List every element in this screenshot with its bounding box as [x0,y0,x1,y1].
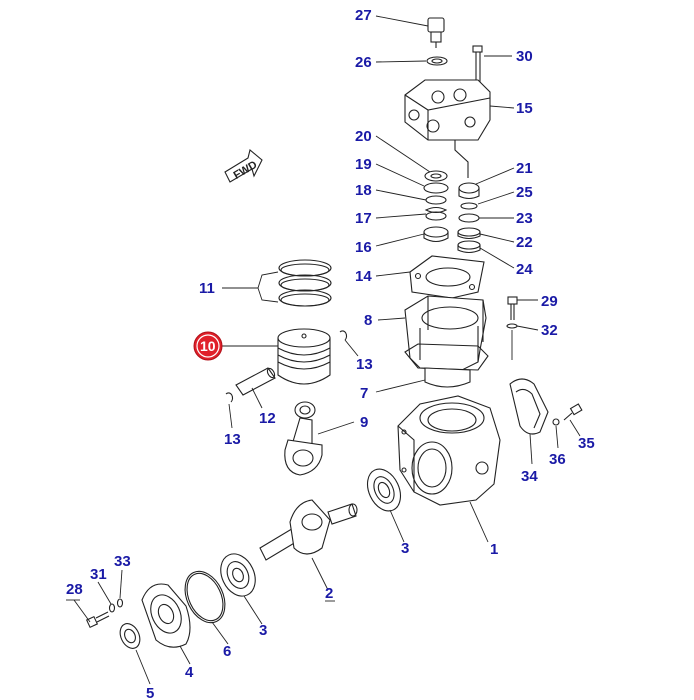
callout-4: 4 [185,664,194,681]
part-12-piston-pin [235,367,276,396]
part-13-snap-ring-lower [225,392,234,403]
part-23-spring [458,213,480,223]
callout-7: 7 [360,385,368,402]
callout-17: 17 [355,210,372,227]
callout-19: 19 [355,156,372,173]
callout-24: 24 [516,261,533,278]
part-5-oil-seal [119,623,141,649]
callout-29: 29 [541,293,558,310]
callout-21: 21 [516,160,533,177]
part-17-spring [424,206,448,221]
callout-3: 3 [401,540,409,557]
callout-labels: 27 26 30 15 20 19 18 17 16 21 25 23 22 2… [66,7,595,700]
part-3-bearing-right [366,468,402,512]
part-10-piston [277,328,331,385]
callout-15: 15 [516,100,533,117]
part-2-crankshaft [259,499,358,561]
callout-13: 13 [356,356,373,373]
part-1-crankcase [397,395,501,506]
part-31-washer [108,603,116,613]
callout-34: 34 [521,468,538,485]
part-8-cylinder-block [404,295,489,371]
callout-1: 1 [490,541,498,558]
part-3-bearing-lower [220,553,256,597]
part-28-bolt [85,611,110,629]
fwd-direction-marker: FWD [224,149,263,183]
part-6-o-ring [184,570,226,624]
part-29-bolt [507,296,518,320]
part-35-bolt [563,403,583,421]
part-36-plug [552,418,560,426]
part-34-side-cover [509,378,549,435]
svg-text:FWD: FWD [232,159,260,182]
part-27-cap-bolt [427,17,445,48]
part-4-end-cover [141,583,191,648]
callout-16: 16 [355,239,372,256]
callout-20: 20 [355,128,372,145]
callout-32: 32 [541,322,558,339]
part-24-valve-seat [457,240,481,254]
callout-2: 2 [325,585,333,602]
part-14-head-gasket [409,255,485,299]
callout-23: 23 [516,210,533,227]
leader-lines [73,15,581,685]
callout-11: 11 [199,280,215,297]
callout-9: 9 [360,414,368,431]
callout-30: 30 [516,48,533,65]
callout-10: 10 [200,338,216,354]
callout-12: 12 [259,410,276,427]
callout-5: 5 [146,685,154,700]
callout-28: 28 [66,581,83,598]
part-15-cylinder-head [404,79,491,178]
callout-18: 18 [355,182,372,199]
callout-13-lower: 13 [224,431,241,448]
part-33-washer [116,598,124,608]
part-13-snap-ring [339,330,348,341]
part-20-valve-cap [424,170,448,182]
callout-26: 26 [355,54,372,71]
part-11-piston-rings [278,259,332,307]
callout-underlines [66,599,335,602]
part-19-valve-disc [423,182,449,194]
part-21-valve-cap [458,182,480,200]
callout-25: 25 [516,184,533,201]
callout-14: 14 [355,268,372,285]
part-18-spring-seat [425,195,447,205]
callout-33: 33 [114,553,131,570]
callout-35: 35 [578,435,595,452]
callout-3-lower: 3 [259,622,267,639]
callout-10-highlight: 10 [193,331,223,361]
callout-31: 31 [90,566,107,583]
part-16-valve-seat [423,226,449,243]
part-26-washer [426,56,448,66]
part-22-disc [457,227,481,240]
callout-22: 22 [516,234,533,251]
part-7-cylinder-base [424,367,471,388]
part-25-seal [460,202,478,210]
callout-8: 8 [364,312,372,329]
callout-36: 36 [549,451,566,468]
part-9-connecting-rod [284,401,323,476]
callout-6: 6 [223,643,231,660]
part-32-washer [506,323,518,329]
callout-27: 27 [355,7,372,24]
